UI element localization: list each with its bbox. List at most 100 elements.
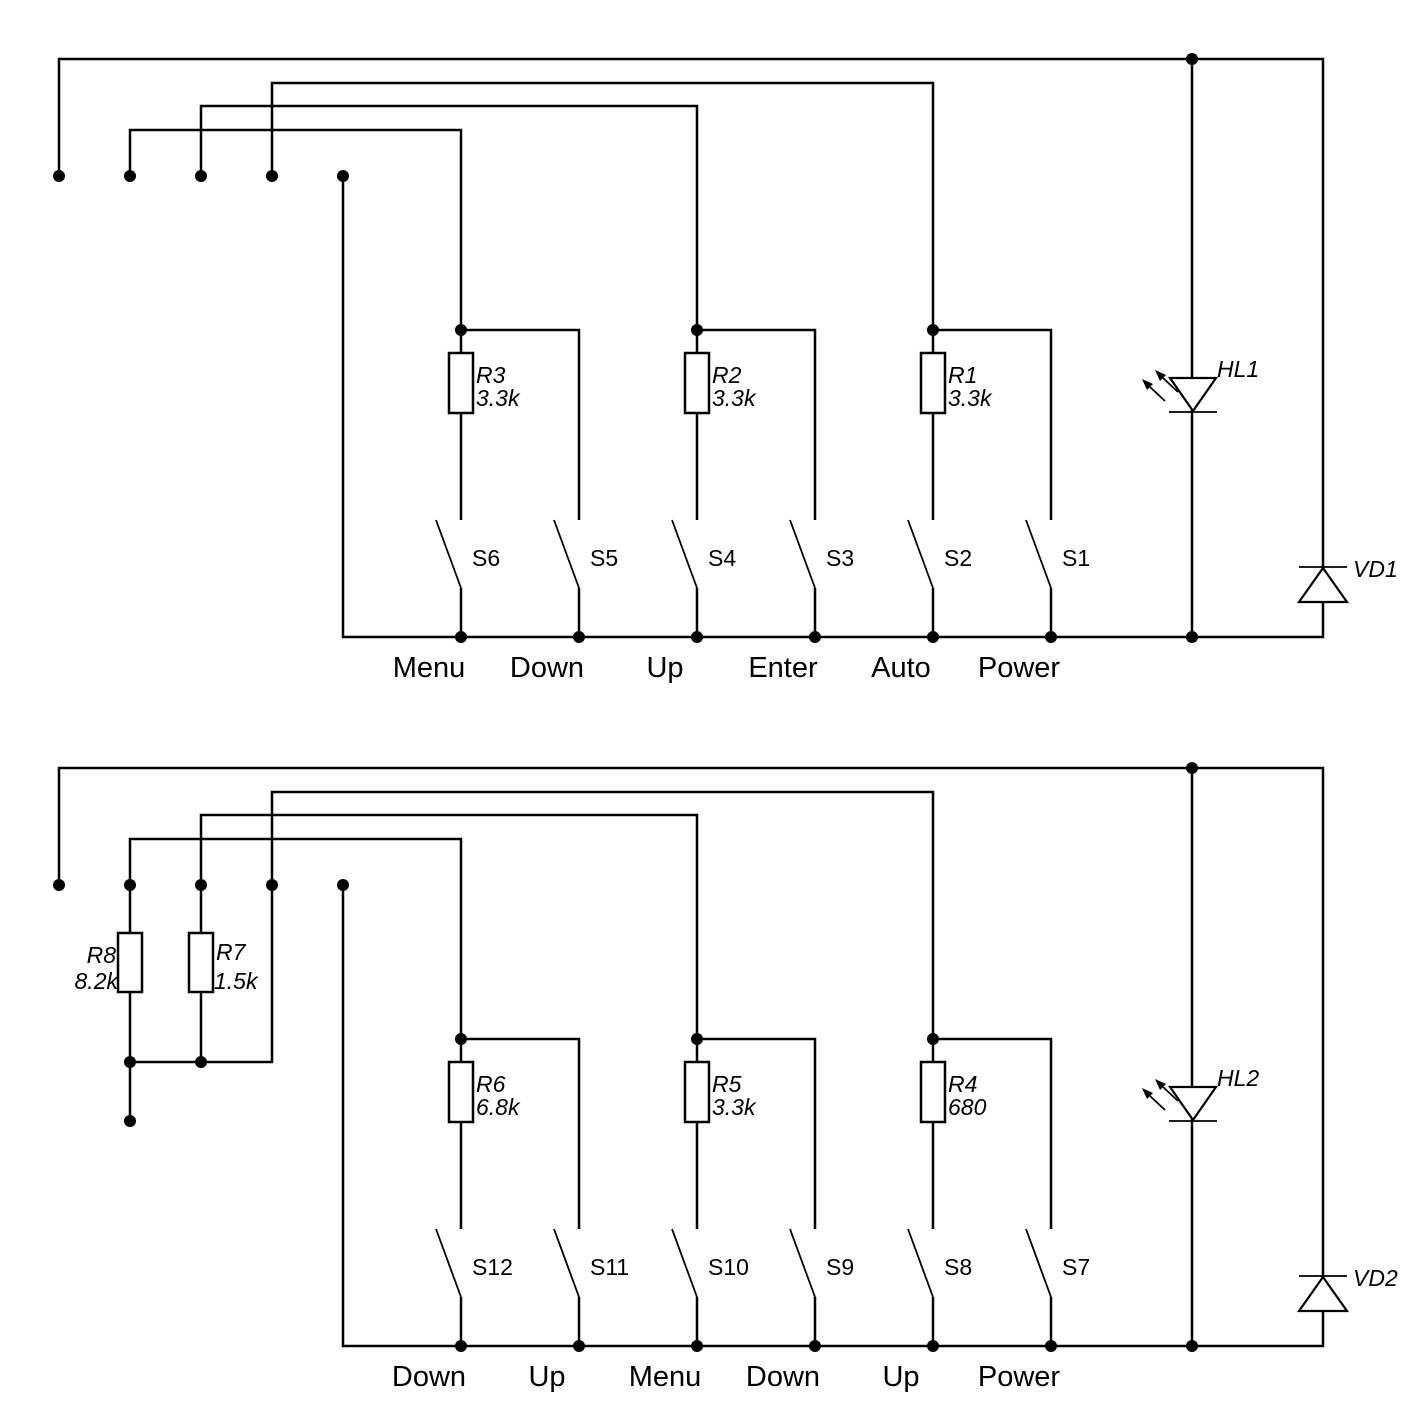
resistor-ref-label: R6 — [476, 1071, 506, 1097]
key-name-label: Power — [978, 1361, 1061, 1393]
resistor-value-label: 680 — [948, 1094, 987, 1120]
switch-ref-label: S9 — [826, 1254, 854, 1280]
key-name-label: Enter — [748, 652, 818, 684]
resistor-value-label: 3.3k — [948, 385, 993, 411]
main-loop-wire — [57, 57, 1325, 639]
switch-blade — [671, 1228, 698, 1298]
diode-ref-label: VD2 — [1353, 1265, 1398, 1291]
switch-ref-label: S2 — [944, 545, 972, 571]
switch-ref-label: S8 — [944, 1254, 972, 1280]
junction-dot — [1045, 1340, 1057, 1352]
key-name-label: Power — [978, 652, 1061, 684]
resistor-ref-label: R7 — [216, 939, 247, 965]
switch-blade — [435, 1228, 462, 1298]
junction-dot — [124, 1056, 136, 1068]
switch-ref-label: S1 — [1062, 545, 1090, 571]
resistor-ref-label: R4 — [948, 1071, 977, 1097]
bypass-wire — [933, 1037, 1053, 1229]
key-name-label: Up — [646, 652, 683, 684]
junction-dot — [195, 1056, 207, 1068]
resistor-body — [447, 1060, 475, 1124]
junction-dot — [691, 1340, 703, 1352]
switch-blade — [553, 1228, 580, 1298]
switch-blade — [789, 519, 816, 589]
resistor-body — [919, 351, 947, 415]
wire-terminal-2 — [128, 837, 463, 1039]
main-loop-wire — [57, 766, 1325, 1348]
led-emission-arrow — [1162, 1086, 1179, 1102]
switch-blade — [553, 519, 580, 589]
resistor-ref-label: R3 — [476, 362, 506, 388]
resistor-body — [683, 1060, 711, 1124]
junction-dot — [927, 1340, 939, 1352]
wire-terminal-3 — [199, 813, 699, 1039]
led-ref-label: HL1 — [1217, 356, 1259, 382]
switch-ref-label: S4 — [708, 545, 736, 571]
led-icon — [1167, 1085, 1219, 1122]
junction-dot — [809, 631, 821, 643]
led-ref-label: HL2 — [1217, 1065, 1259, 1091]
resistor-ref-label: R8 — [87, 942, 117, 968]
diode-ref-label: VD1 — [1353, 556, 1398, 582]
resistor-value-label: 8.2k — [75, 968, 120, 994]
bypass-wire — [461, 1037, 581, 1229]
switch-blade — [435, 519, 462, 589]
switch-blade — [671, 519, 698, 589]
connector-terminal — [124, 1115, 136, 1127]
arrowhead-icon — [1155, 1079, 1166, 1090]
key-name-label: Down — [746, 1361, 820, 1393]
wire-terminal-2 — [128, 128, 463, 330]
resistor-value-label: 1.5k — [214, 968, 259, 994]
resistor-body — [447, 351, 475, 415]
connector-terminal — [53, 879, 65, 891]
arrowhead-icon — [1142, 379, 1153, 390]
key-name-label: Down — [392, 1361, 466, 1393]
resistor-value-label: 3.3k — [476, 385, 521, 411]
diode-icon — [1296, 566, 1350, 604]
key-name-label: Menu — [629, 1361, 702, 1393]
junction-dot — [809, 1340, 821, 1352]
connector-terminal — [337, 170, 349, 182]
wire-terminal-3 — [199, 104, 699, 330]
bypass-wire — [933, 328, 1053, 520]
divider-wire — [130, 885, 274, 1064]
connector-terminal — [53, 170, 65, 182]
switch-blade — [907, 1228, 934, 1298]
junction-dot — [1045, 631, 1057, 643]
key-name-label: Up — [882, 1361, 919, 1393]
key-name-label: Up — [528, 1361, 565, 1393]
resistor-ref-label: R2 — [712, 362, 742, 388]
junction-dot — [573, 1340, 585, 1352]
resistor-body — [683, 351, 711, 415]
connector-terminal — [195, 170, 207, 182]
junction-dot — [455, 631, 467, 643]
switch-ref-label: S5 — [590, 545, 618, 571]
circuit-keypad-2: R66.8kR53.3kR4680S12DownS11UpS10MenuS9Do… — [53, 762, 1398, 1393]
connector-terminal — [337, 879, 349, 891]
key-name-label: Auto — [871, 652, 931, 684]
circuit-keypad-1: R33.3kR23.3kR13.3kS6MenuS5DownS4UpS3Ente… — [53, 53, 1398, 684]
switch-ref-label: S11 — [590, 1254, 629, 1280]
resistor-body — [187, 931, 215, 994]
switch-blade — [907, 519, 934, 589]
led-emission-arrow — [1149, 386, 1166, 402]
arrowhead-icon — [1142, 1088, 1153, 1099]
junction-dot — [691, 631, 703, 643]
junction-dot — [927, 631, 939, 643]
arrowhead-icon — [1155, 370, 1166, 381]
led-emission-arrow — [1162, 377, 1179, 393]
bypass-wire — [697, 1037, 817, 1229]
switch-ref-label: S6 — [472, 545, 500, 571]
resistor-value-label: 6.8k — [476, 1094, 521, 1120]
resistor-value-label: 3.3k — [712, 1094, 757, 1120]
key-name-label: Menu — [393, 652, 466, 684]
resistor-ref-label: R1 — [948, 362, 977, 388]
resistor-value-label: 3.3k — [712, 385, 757, 411]
connector-terminal — [124, 170, 136, 182]
bypass-wire — [461, 328, 581, 520]
resistor-body — [919, 1060, 947, 1124]
switch-blade — [1025, 1228, 1052, 1298]
switch-blade — [789, 1228, 816, 1298]
switch-blade — [1025, 519, 1052, 589]
